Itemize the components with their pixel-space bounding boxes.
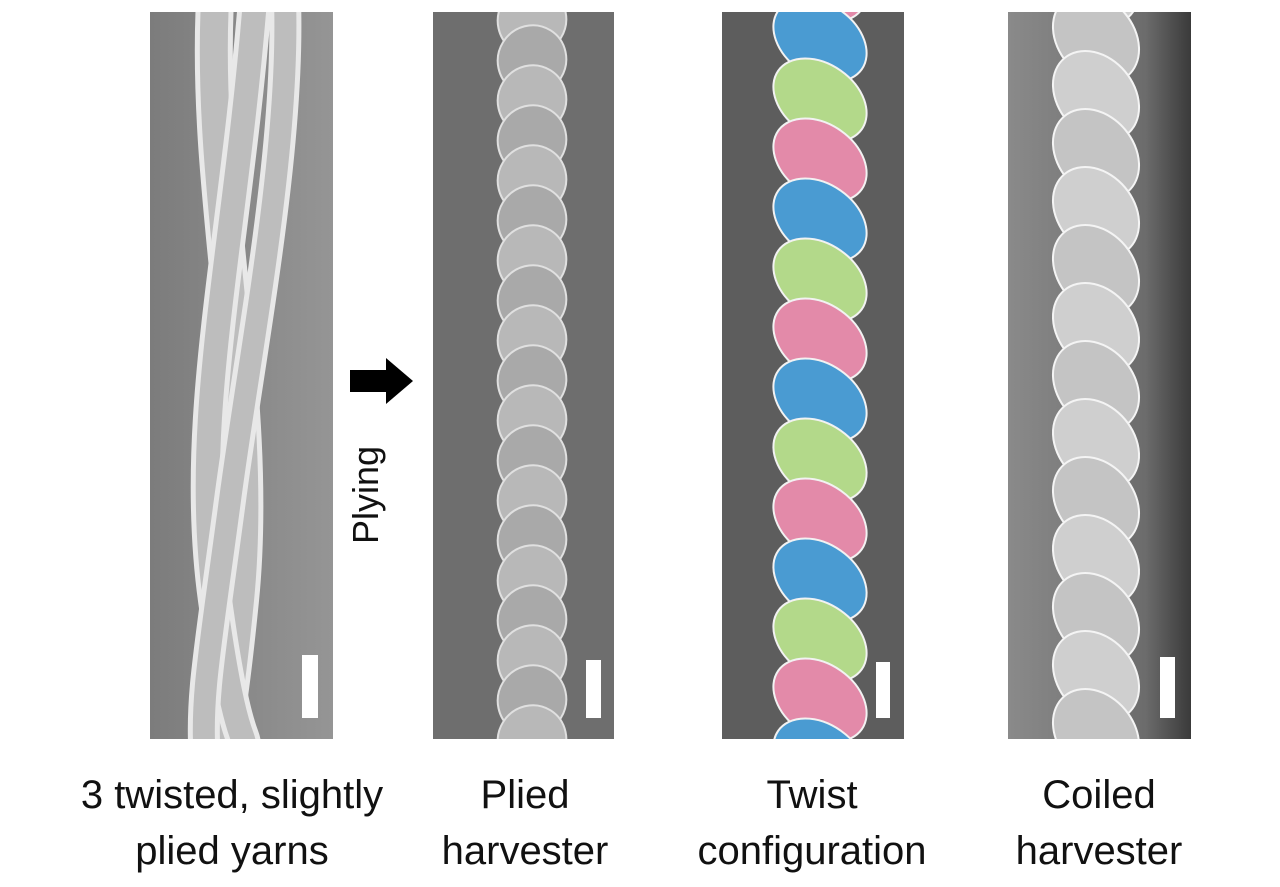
panel-coiled-harvester	[1008, 12, 1191, 739]
rope-strand	[496, 704, 568, 739]
label-line: 3 twisted, slightly	[80, 773, 384, 817]
label-line: harvester	[441, 829, 609, 873]
rope-strand	[772, 717, 868, 739]
label-twist-configuration: Twist configuration	[642, 767, 982, 879]
panel-yarns	[150, 12, 333, 739]
label-line: harvester	[1015, 829, 1183, 873]
label-line: plied yarns	[135, 829, 329, 873]
panel-plied-harvester	[433, 12, 614, 739]
rope-strand	[1051, 688, 1141, 739]
label-line: configuration	[697, 829, 927, 873]
label-line: Plied	[480, 773, 570, 817]
arrow-right-icon	[350, 358, 413, 404]
label-coiled-harvester: Coiled harvester	[929, 767, 1269, 879]
scale-bar	[1160, 657, 1175, 718]
panel-twist-configuration	[722, 12, 904, 739]
label-line: Coiled	[1042, 773, 1156, 817]
label-plied-harvester: Plied harvester	[355, 767, 695, 879]
label-yarns: 3 twisted, slightly plied yarns	[62, 767, 402, 879]
scale-bar	[586, 660, 601, 718]
scale-bar	[876, 662, 890, 718]
label-line: Twist	[766, 773, 858, 817]
scale-bar	[302, 655, 318, 718]
